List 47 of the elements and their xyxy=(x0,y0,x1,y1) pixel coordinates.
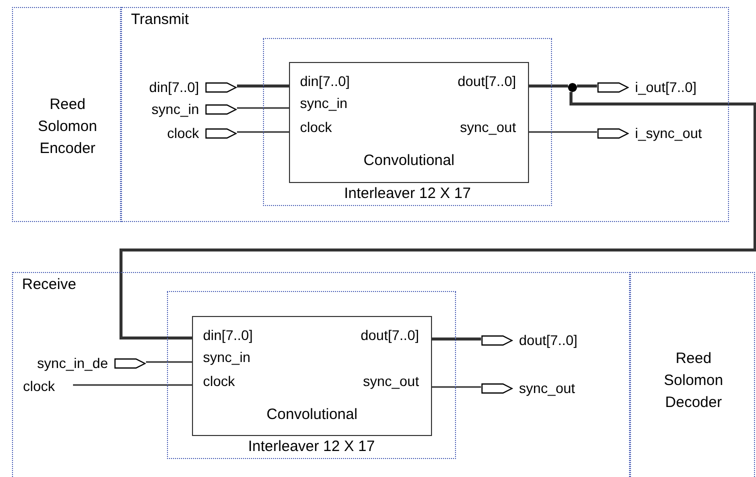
port-label: sync_out xyxy=(362,373,419,389)
pin-label: clock xyxy=(167,125,199,141)
port-label: clock xyxy=(203,373,235,389)
signal-wire xyxy=(529,131,597,133)
bus-wire xyxy=(237,84,289,88)
signal-wire xyxy=(146,361,192,363)
signal-wire xyxy=(237,131,289,133)
bus-wire xyxy=(432,338,481,340)
port-label: din[7..0] xyxy=(300,73,350,89)
section-region xyxy=(12,272,630,477)
block-title: Convolutional xyxy=(362,153,456,169)
section-region xyxy=(121,7,729,222)
port-label: sync_out xyxy=(460,119,516,135)
module-region xyxy=(12,7,121,222)
pin-label: sync_in_de xyxy=(37,355,108,371)
module-name: Reed Solomon Decoder xyxy=(662,349,724,413)
interleaver-region xyxy=(263,38,552,206)
signal-label: clock xyxy=(23,378,55,394)
junction-dot xyxy=(568,83,577,92)
interleaver-block xyxy=(289,62,529,183)
module-title: Interleaver 12 X 17 xyxy=(343,186,472,202)
port-label: sync_in xyxy=(300,95,348,111)
signal-wire xyxy=(73,384,192,386)
pin-label: sync_out xyxy=(519,380,576,396)
pin-label: i_out[7..0] xyxy=(635,79,696,95)
pin-label: dout[7..0] xyxy=(519,332,578,348)
pin-label: sync_in xyxy=(152,101,199,117)
signal-wire xyxy=(237,107,289,109)
signal-wire xyxy=(432,386,481,388)
module-title: Interleaver 12 X 17 xyxy=(247,439,376,455)
port-label: clock xyxy=(300,119,332,135)
section-title: Transmit xyxy=(131,12,189,28)
section-title: Receive xyxy=(22,277,76,293)
module-region xyxy=(630,272,755,477)
port-label: din[7..0] xyxy=(203,327,253,343)
bus-wire xyxy=(577,84,597,88)
pin-label: din[7..0] xyxy=(149,79,199,95)
interleaver-block xyxy=(192,316,432,436)
interleaver-region xyxy=(167,291,456,459)
pin-label: i_sync_out xyxy=(635,125,702,141)
block-title: Convolutional xyxy=(266,407,358,423)
module-name: Reed Solomon Encoder xyxy=(36,95,98,159)
bus-wire xyxy=(529,84,568,88)
port-label: sync_in xyxy=(203,349,250,365)
port-label: dout[7..0] xyxy=(458,73,516,89)
port-label: dout[7..0] xyxy=(360,327,419,343)
bus-wire xyxy=(120,92,756,340)
